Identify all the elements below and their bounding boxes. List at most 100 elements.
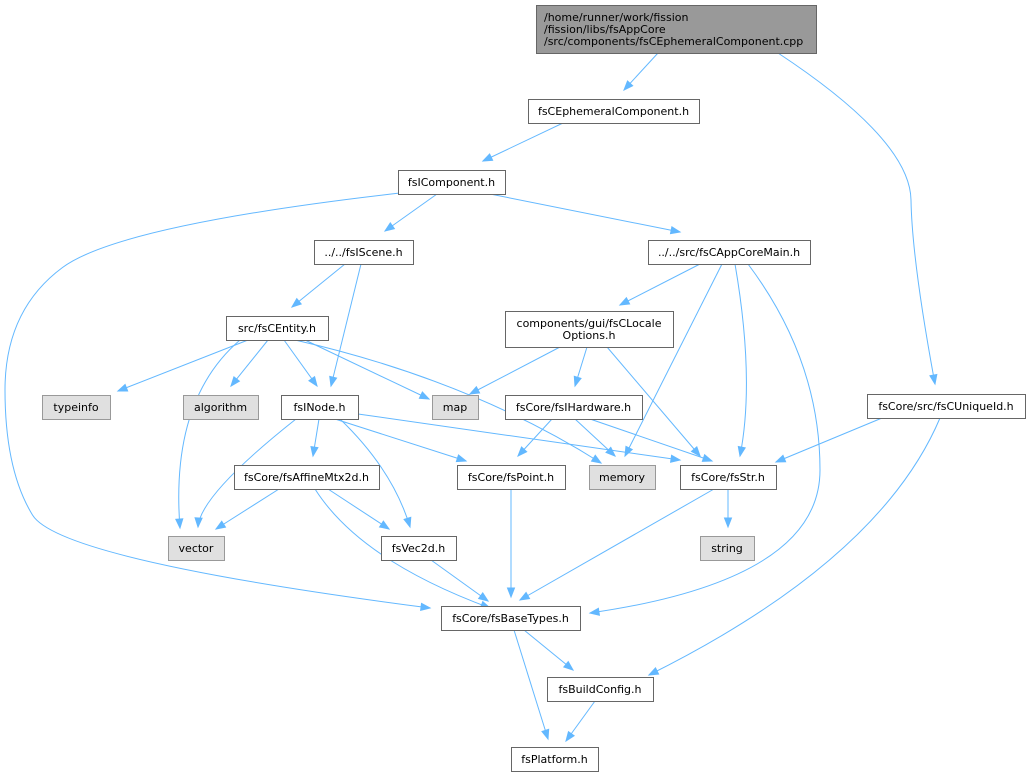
node-label: src/fsCEntity.h (238, 322, 316, 335)
node-inode[interactable]: fsINode.h (281, 395, 359, 420)
edge-entity-to-typeinfo (116, 339, 249, 392)
node-vec2d[interactable]: fsVec2d.h (381, 536, 457, 561)
arrowhead-icon (669, 225, 682, 235)
arrowhead-icon (403, 516, 412, 529)
node-label: fsCore/fsPoint.h (468, 471, 554, 484)
node-iscene[interactable]: ../../fsIScene.h (314, 240, 414, 265)
arrowhead-icon (618, 296, 631, 306)
arrowhead-icon (562, 660, 575, 671)
edge-line (384, 193, 438, 232)
node-label: fsCore/src/fsCUniqueId.h (878, 400, 1013, 413)
node-ihardware[interactable]: fsCore/fsIHardware.h (505, 395, 643, 420)
node-box (398, 170, 506, 195)
node-box (183, 395, 259, 420)
edge-root-to-ephemeral (623, 52, 659, 92)
node-label: fsCEphemeralComponent.h (538, 105, 689, 118)
edge-line (523, 629, 574, 671)
node-box (700, 536, 755, 561)
node-entity[interactable]: src/fsCEntity.h (226, 316, 329, 341)
node-affine[interactable]: fsCore/fsAffineMtx2d.h (234, 465, 380, 490)
edge-line (648, 417, 941, 676)
edge-appcoremain-to-basetypes (588, 263, 821, 616)
node-box (589, 465, 656, 490)
edge-line (775, 417, 883, 463)
edge-line (482, 122, 564, 162)
node-point[interactable]: fsCore/fsPoint.h (457, 465, 566, 490)
node-basetypes[interactable]: fsCore/fsBaseTypes.h (441, 606, 581, 631)
node-vector: vector (168, 536, 225, 561)
node-memory: memory (589, 465, 656, 490)
node-box (536, 5, 817, 54)
arrowhead-icon (378, 520, 391, 530)
arrowhead-icon (308, 375, 318, 388)
node-box (281, 395, 359, 420)
node-label: /fission/libs/fsAppCore (544, 23, 666, 36)
node-appcoremain[interactable]: ../../src/fsCAppCoreMain.h (648, 240, 811, 265)
arrowhead-icon (517, 446, 528, 458)
edge-line (4, 192, 431, 609)
node-box (511, 747, 599, 772)
edge-affine-to-vector (214, 488, 280, 530)
arrowhead-icon (418, 391, 431, 400)
arrowhead-icon (214, 520, 227, 530)
arrowhead-icon (518, 591, 531, 601)
node-label: map (443, 401, 467, 414)
arrowhead-icon (329, 375, 338, 388)
node-box (441, 606, 581, 631)
node-box (314, 240, 414, 265)
arrowhead-icon (477, 592, 490, 602)
arrowhead-icon (690, 446, 701, 458)
edge-entity-to-memory (294, 339, 603, 464)
edge-line (469, 346, 561, 395)
node-label: fsBuildConfig.h (559, 683, 642, 696)
edge-root-to-uniqueid (777, 52, 938, 386)
edge-ihardware-to-str (589, 418, 714, 462)
node-icomponent[interactable]: fsIComponent.h (398, 170, 506, 195)
edge-ephemeral-to-icomponent (481, 122, 564, 162)
node-label: algorithm (194, 401, 247, 414)
node-box (528, 99, 700, 124)
edge-entity-to-algorithm (230, 339, 269, 388)
arrowhead-icon (590, 454, 603, 464)
node-string: string (700, 536, 755, 561)
edge-locale-to-ihardware (573, 346, 588, 388)
node-box (234, 465, 380, 490)
node-label: fsCore/fsAffineMtx2d.h (244, 471, 369, 484)
node-label: components/gui/fsCLocale (517, 317, 662, 330)
node-label: /src/components/fsCEphemeralComponent.cp… (544, 35, 803, 48)
edge-iscene-to-inode (329, 263, 362, 388)
node-label: fsCore/fsStr.h (691, 471, 765, 484)
edge-iscene-to-entity (290, 263, 346, 308)
arrowhead-icon (230, 375, 241, 388)
edge-inode-to-str (357, 413, 682, 463)
node-platform[interactable]: fsPlatform.h (511, 747, 599, 772)
edge-line (489, 193, 681, 233)
arrowhead-icon (647, 666, 660, 676)
edge-line (430, 559, 489, 602)
node-str[interactable]: fsCore/fsStr.h (680, 465, 777, 490)
arrowhead-icon (573, 375, 582, 388)
edge-line (178, 339, 241, 529)
edge-line (624, 263, 723, 457)
node-label: memory (599, 471, 645, 484)
edge-line (589, 418, 713, 462)
edge-appcoremain-to-memory (624, 263, 723, 458)
node-buildconfig[interactable]: fsBuildConfig.h (547, 677, 654, 702)
edge-line (330, 263, 362, 387)
node-ephemeral[interactable]: fsCEphemeralComponent.h (528, 99, 700, 124)
edge-line (734, 263, 747, 457)
arrowhead-icon (194, 517, 203, 529)
edge-ihardware-to-point (517, 418, 553, 458)
arrowhead-icon (669, 454, 682, 463)
edge-buildconfig-to-platform (565, 700, 596, 743)
arrowhead-icon (175, 518, 184, 530)
edge-basetypes-to-platform (513, 629, 550, 741)
arrowhead-icon (420, 602, 432, 611)
arrowhead-icon (723, 517, 733, 529)
node-box (381, 536, 457, 561)
node-label: vector (179, 542, 214, 555)
arrowhead-icon (310, 445, 319, 458)
node-uniqueid[interactable]: fsCore/src/fsCUniqueId.h (867, 394, 1026, 419)
edge-entity-to-vector (175, 339, 241, 530)
